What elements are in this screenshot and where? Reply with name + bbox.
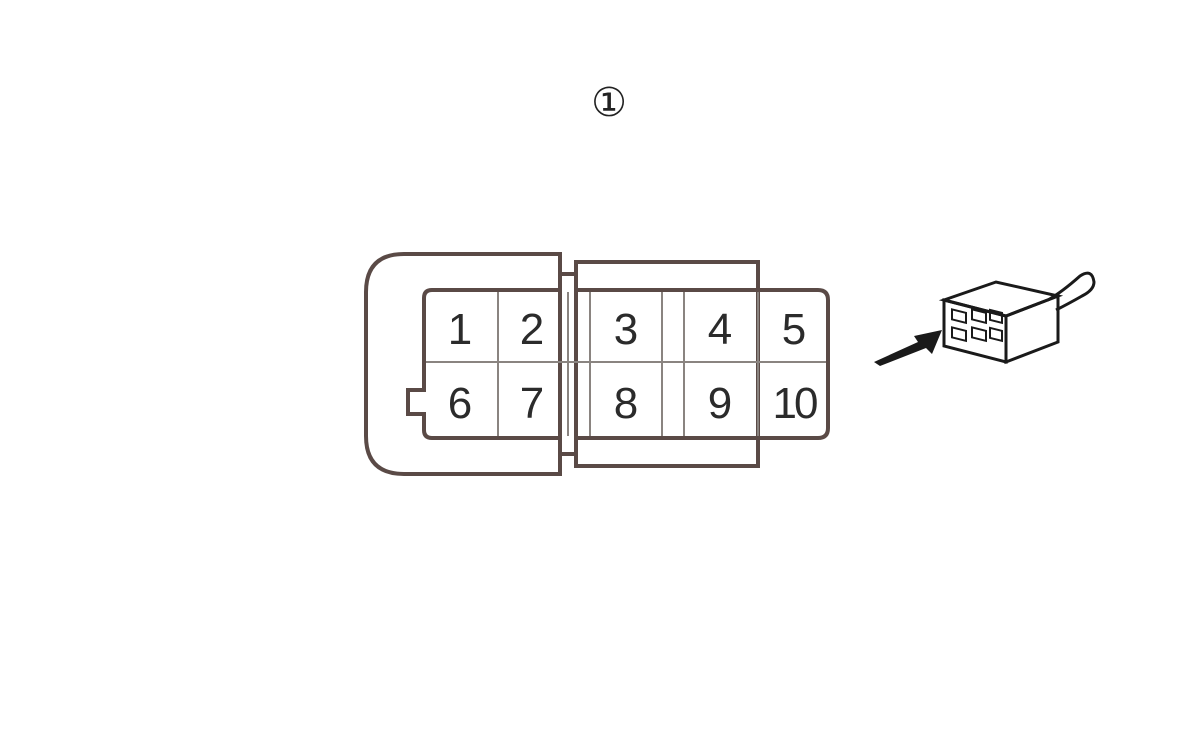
pin-labels: 1 2 3 4 5 6 7 8 9 10 bbox=[448, 305, 820, 428]
pin-label-2: 2 bbox=[520, 305, 544, 354]
housing-right-cap bbox=[756, 288, 830, 440]
pin-label-6: 6 bbox=[448, 379, 472, 428]
connector-housing bbox=[364, 252, 830, 476]
pin-label-7: 7 bbox=[520, 379, 544, 428]
pin-label-10: 10 bbox=[773, 379, 817, 428]
arrow-icon bbox=[874, 330, 942, 366]
pin-label-5: 5 bbox=[782, 305, 806, 354]
connector-plug-icon bbox=[938, 271, 1096, 365]
pin-label-3: 3 bbox=[614, 305, 638, 354]
terminal-face bbox=[406, 288, 760, 440]
callout-marker: ① bbox=[591, 80, 627, 126]
pin-label-8: 8 bbox=[614, 379, 638, 428]
pin-grid bbox=[426, 292, 826, 436]
pin-label-1: 1 bbox=[448, 305, 472, 354]
pin-label-4: 4 bbox=[708, 305, 732, 354]
pin-label-9: 9 bbox=[708, 379, 732, 428]
